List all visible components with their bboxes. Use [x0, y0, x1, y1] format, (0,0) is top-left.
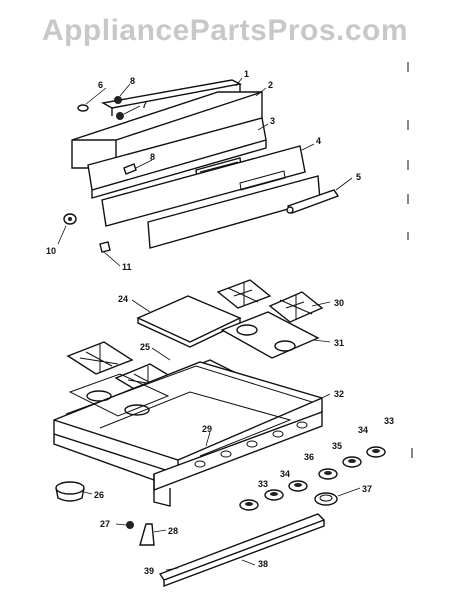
label-part-34-b: 34: [358, 425, 368, 435]
bracket-part-11: [99, 241, 111, 253]
handle-part-5: [286, 189, 340, 214]
knob-part-34-a: [264, 489, 284, 501]
margin-ticks: [407, 62, 413, 458]
label-part-30: 30: [334, 298, 344, 308]
label-part-25: 25: [140, 342, 150, 352]
knob-part-33-a: [239, 499, 259, 511]
label-part-5: 5: [356, 172, 361, 182]
knob-part-36: [288, 480, 308, 492]
label-part-10: 10: [46, 246, 56, 256]
knob-part-28: [139, 523, 155, 546]
clip-part-8: [123, 163, 137, 175]
label-part-24: 24: [118, 294, 128, 304]
label-part-27: 27: [100, 519, 110, 529]
knob-part-33-b: [366, 446, 386, 458]
label-part-33-a: 33: [258, 479, 268, 489]
cooktop-main-part-32: [53, 361, 323, 475]
leader-lines: [57, 77, 361, 571]
manifold-panel-part-38: [158, 513, 326, 588]
label-part-33-b: 33: [384, 416, 394, 426]
label-part-36: 36: [304, 452, 314, 462]
label-part-38: 38: [258, 559, 268, 569]
clock-part-10: [63, 213, 77, 225]
label-part-26: 26: [94, 490, 104, 500]
knob-part-8-top: [114, 96, 122, 104]
label-part-4: 4: [316, 136, 321, 146]
griddle-part-24: [136, 295, 242, 348]
screw-part-27: [126, 521, 134, 529]
screw-part-6: [77, 104, 89, 112]
label-part-31: 31: [334, 338, 344, 348]
label-part-8-top: 8: [130, 76, 135, 86]
trim-panel-part-4: [101, 145, 306, 227]
site-watermark: AppliancePartsPros.com: [41, 14, 409, 47]
label-part-39: 39: [144, 566, 154, 576]
knob-part-34-b: [342, 456, 362, 468]
cup-part-26: [55, 481, 85, 502]
grate-part-30: [216, 279, 324, 323]
label-part-7: 7: [142, 100, 147, 110]
knob-part-7: [116, 112, 124, 120]
label-part-37: 37: [362, 484, 372, 494]
label-part-32: 32: [334, 389, 344, 399]
knob-part-35: [318, 468, 338, 480]
burner-bowl-part-31: [220, 311, 320, 359]
backguard-cap-part-1: [100, 79, 243, 116]
label-part-29: 29: [202, 424, 212, 434]
label-part-34-a: 34: [280, 469, 290, 479]
label-part-3: 3: [270, 116, 275, 126]
label-part-8-clip: 8: [150, 152, 155, 162]
label-part-2: 2: [268, 80, 273, 90]
label-part-6: 6: [98, 80, 103, 90]
knob-part-37: [314, 492, 338, 506]
label-part-35: 35: [332, 441, 342, 451]
label-part-11: 11: [122, 262, 132, 272]
burner-box-front: [53, 410, 323, 507]
label-part-28: 28: [168, 526, 178, 536]
label-part-1: 1: [244, 69, 249, 79]
part-labels: 1 2 3 4 5 6 7 8 8 10 11 24 25 26 27 28 2…: [46, 69, 394, 576]
